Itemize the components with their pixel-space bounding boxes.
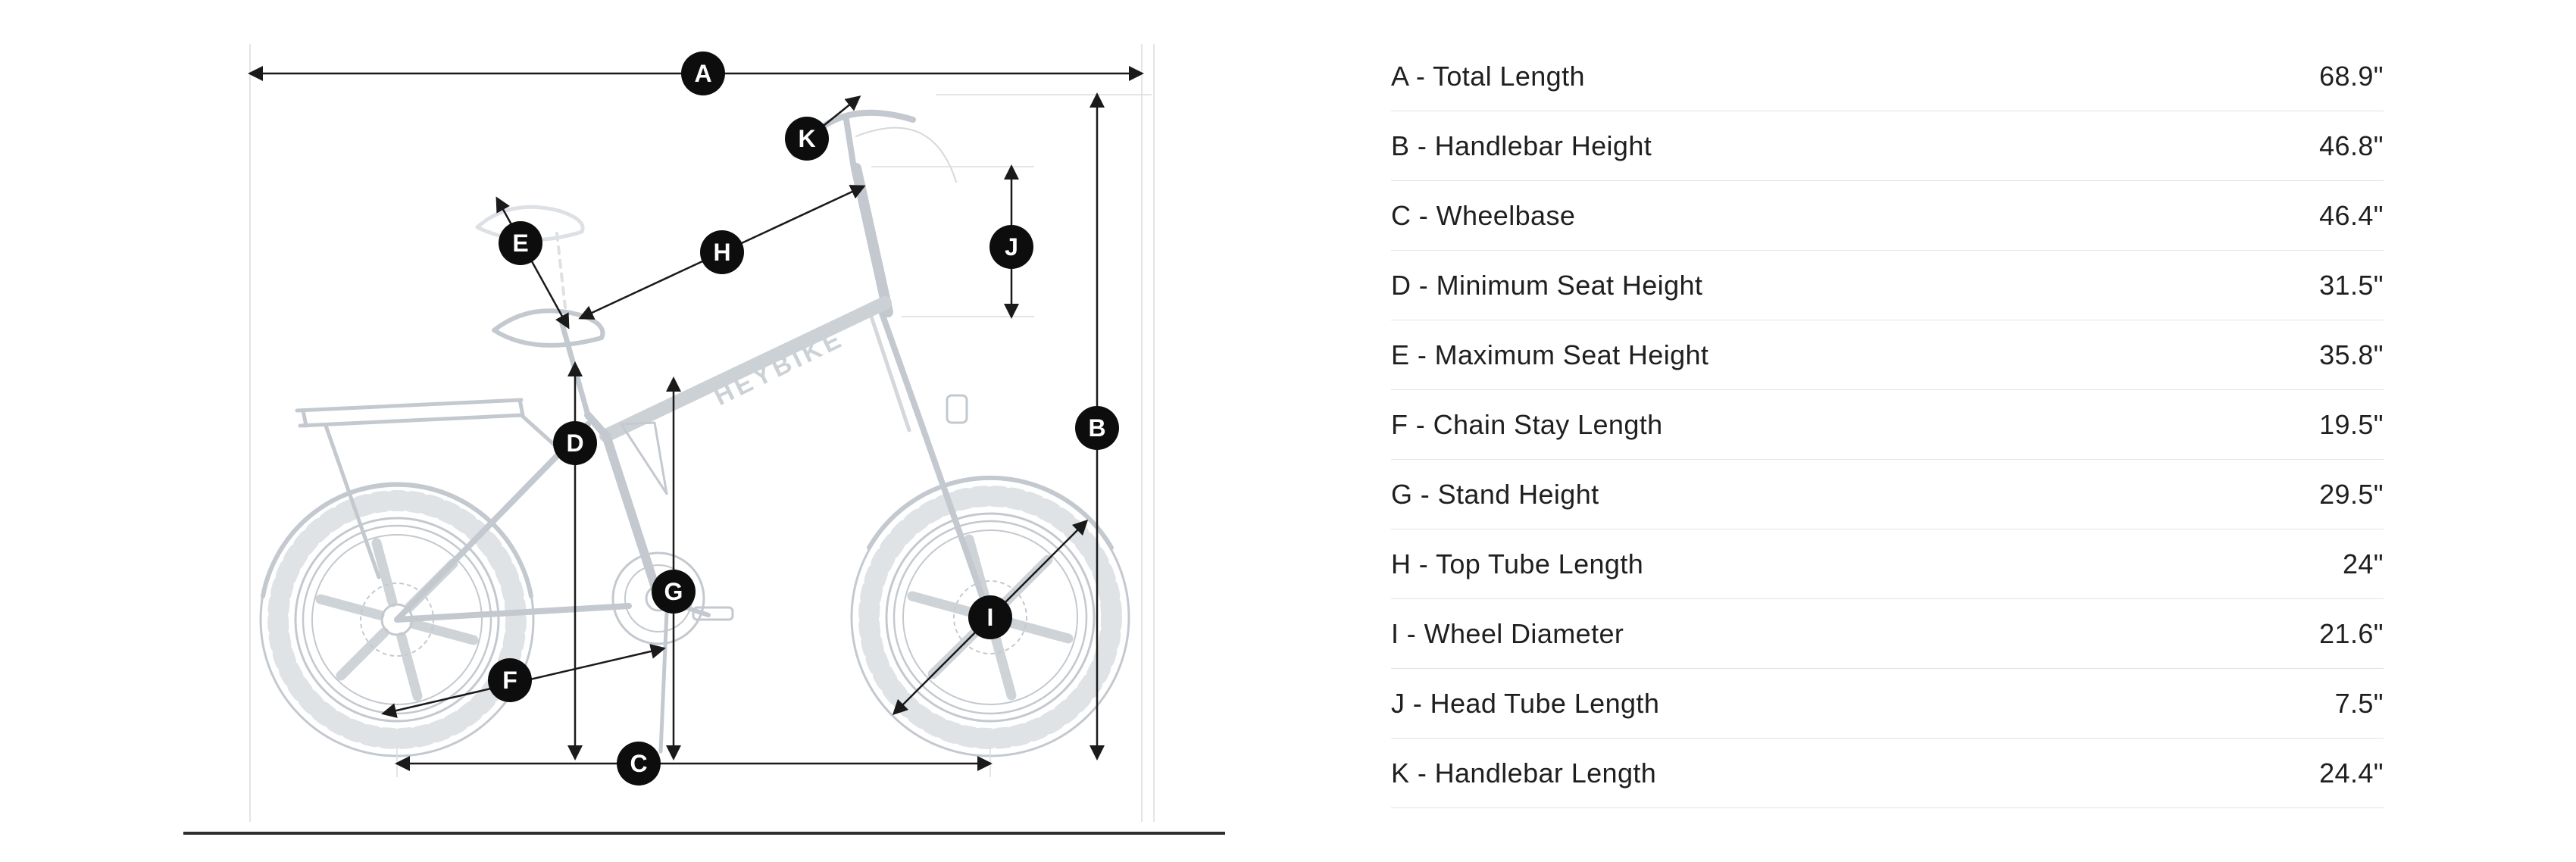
spec-row: D - Minimum Seat Height 31.5" bbox=[1391, 251, 2384, 320]
spec-label: G - Stand Height bbox=[1391, 478, 1599, 510]
spec-value: 46.8" bbox=[2319, 130, 2384, 161]
spec-label: A - Total Length bbox=[1391, 60, 1585, 92]
spec-row: K - Handlebar Length 24.4" bbox=[1391, 739, 2384, 808]
spec-row: E - Maximum Seat Height 35.8" bbox=[1391, 320, 2384, 390]
dimension-marker-a: A bbox=[681, 52, 725, 95]
dimension-marker-b: B bbox=[1075, 406, 1119, 450]
spec-value: 19.5" bbox=[2319, 408, 2384, 440]
spec-label: E - Maximum Seat Height bbox=[1391, 339, 1709, 370]
spec-label: J - Head Tube Length bbox=[1391, 687, 1660, 719]
dim-K-handlebar-length bbox=[819, 95, 861, 130]
spec-table: A - Total Length 68.9" B - Handlebar Hei… bbox=[1391, 42, 2384, 808]
dimension-marker-c: C bbox=[617, 742, 661, 785]
spec-row: B - Handlebar Height 46.8" bbox=[1391, 111, 2384, 181]
dimension-marker-k: K bbox=[785, 117, 829, 161]
spec-value: 35.8" bbox=[2319, 339, 2384, 370]
spec-label: H - Top Tube Length bbox=[1391, 548, 1644, 579]
spec-label: F - Chain Stay Length bbox=[1391, 408, 1663, 440]
dimension-marker-d: D bbox=[553, 421, 597, 465]
bike-diagram: HEYBIKE bbox=[183, 44, 1225, 835]
spec-label: C - Wheelbase bbox=[1391, 199, 1576, 231]
bike-sketch: HEYBIKE bbox=[259, 109, 1130, 757]
spec-label: D - Minimum Seat Height bbox=[1391, 269, 1703, 301]
spec-value: 21.6" bbox=[2319, 617, 2384, 649]
spec-row: A - Total Length 68.9" bbox=[1391, 42, 2384, 111]
spec-row: C - Wheelbase 46.4" bbox=[1391, 181, 2384, 251]
spec-label: B - Handlebar Height bbox=[1391, 130, 1652, 161]
dimension-marker-e: E bbox=[499, 221, 542, 265]
spec-value: 29.5" bbox=[2319, 478, 2384, 510]
spec-value: 24.4" bbox=[2319, 757, 2384, 789]
spec-row: F - Chain Stay Length 19.5" bbox=[1391, 390, 2384, 460]
guide-lines bbox=[249, 44, 1155, 822]
spec-value: 7.5" bbox=[2334, 687, 2384, 719]
spec-value: 68.9" bbox=[2319, 60, 2384, 92]
spec-row: I - Wheel Diameter 21.6" bbox=[1391, 599, 2384, 669]
dimension-marker-g: G bbox=[652, 570, 696, 614]
dimension-marker-i: I bbox=[968, 595, 1012, 639]
dimension-marker-h: H bbox=[700, 230, 744, 274]
spec-value: 24" bbox=[2342, 548, 2384, 579]
dim-E-max-seat-height bbox=[496, 196, 570, 329]
dimension-marker-f: F bbox=[488, 658, 532, 702]
spec-value: 31.5" bbox=[2319, 269, 2384, 301]
spec-label: I - Wheel Diameter bbox=[1391, 617, 1624, 649]
spec-row: G - Stand Height 29.5" bbox=[1391, 460, 2384, 529]
brand-logo: HEYBIKE bbox=[709, 323, 849, 411]
spec-label: K - Handlebar Length bbox=[1391, 757, 1657, 789]
spec-value: 46.4" bbox=[2319, 199, 2384, 231]
spec-row: H - Top Tube Length 24" bbox=[1391, 529, 2384, 599]
spec-row: J - Head Tube Length 7.5" bbox=[1391, 669, 2384, 739]
dimension-marker-j: J bbox=[989, 225, 1033, 269]
dimension-lines bbox=[248, 66, 1144, 771]
